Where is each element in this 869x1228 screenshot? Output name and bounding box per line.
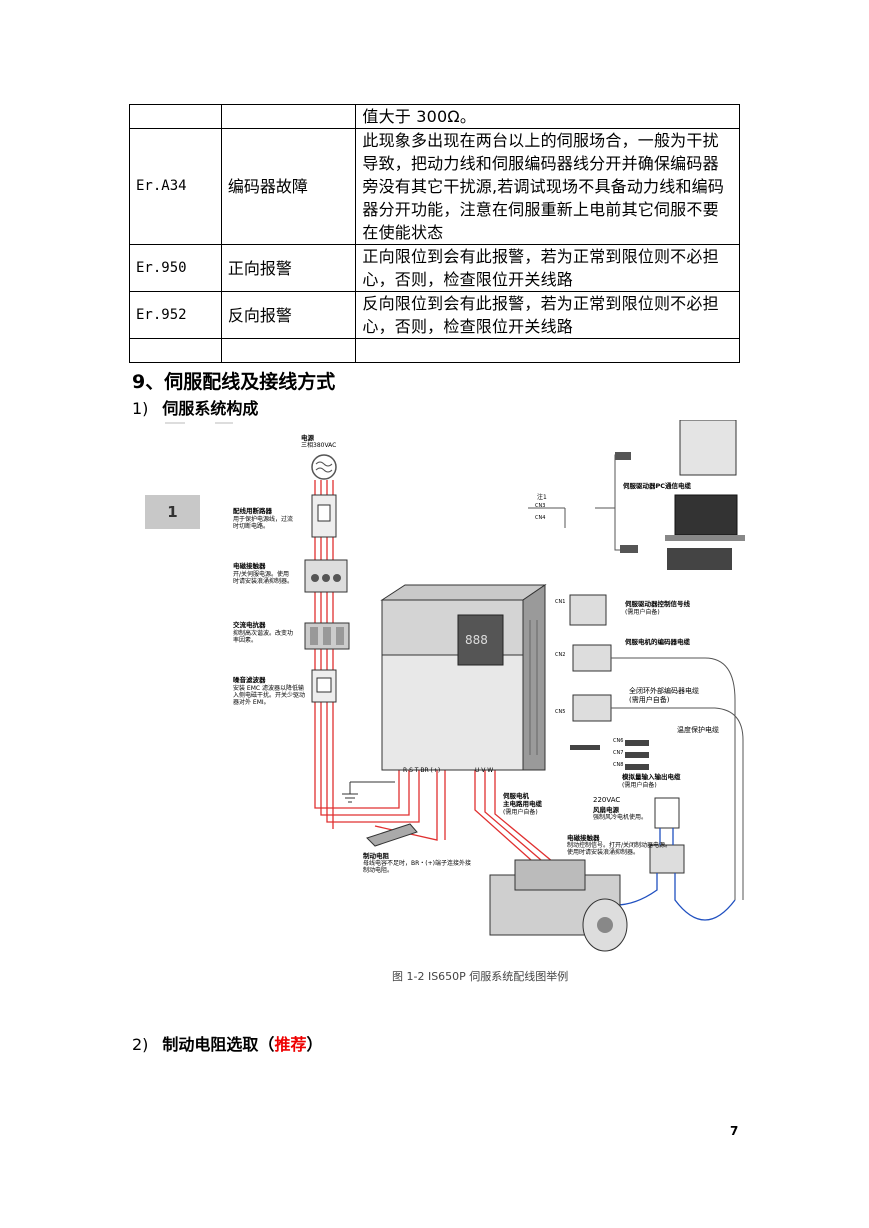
reactor-title: 交流电抗器 bbox=[233, 621, 266, 629]
brake-contactor-desc: 制动控制信号。打开/关闭制动器电源。使用时请安装浪涌抑制器。 bbox=[567, 842, 672, 856]
subsection-label: 制动电阻选取（ bbox=[162, 1035, 275, 1054]
cn-label: CN1 bbox=[555, 599, 565, 605]
error-name bbox=[220, 338, 357, 363]
brake-resistor-icon bbox=[366, 823, 418, 847]
breaker-title: 配线用断路器 bbox=[233, 507, 272, 515]
page-number: 7 bbox=[730, 1124, 739, 1138]
motor-cable-label-2: 主电路用电缆 bbox=[503, 800, 542, 808]
cn-labels: CN3 CN4 CN1 CN2 CN5 CN6 CN7 CN8 bbox=[535, 503, 623, 768]
motor-cable-note: (需用户自备) bbox=[503, 809, 538, 816]
reactor-desc: 抑制高次谐波。改变功率因素。 bbox=[233, 630, 294, 644]
keypad-icon bbox=[679, 419, 737, 476]
uvw-labels: U V W bbox=[475, 767, 493, 774]
error-name: 编码器故障 bbox=[220, 128, 357, 245]
fan-voltage: 220VAC bbox=[593, 796, 621, 804]
error-name: 反向报警 bbox=[220, 291, 357, 339]
wiring-diagram: 888 R S T BR (+) U V W CN3 CN4 CN1 CN2 C… bbox=[145, 419, 745, 952]
cn-label: CN5 bbox=[555, 709, 565, 715]
ext-encoder-note: (需用户自备) bbox=[629, 696, 670, 704]
error-code bbox=[129, 104, 222, 129]
terminal-labels: R S T BR (+) bbox=[403, 767, 440, 774]
fan-title: 风扇电源 bbox=[593, 806, 619, 814]
table-row bbox=[129, 338, 740, 363]
cn-label: CN7 bbox=[613, 750, 623, 756]
fan-desc: 强制风冷电机使用。 bbox=[593, 814, 648, 821]
laptop-icon bbox=[674, 494, 738, 536]
subsection-2: 2) 制动电阻选取（推荐） bbox=[132, 1031, 322, 1055]
fan-power-icon bbox=[654, 797, 680, 829]
brake-contactor-icon bbox=[649, 844, 685, 874]
cn-label: CN3 bbox=[535, 503, 545, 509]
plc-icon bbox=[667, 548, 732, 570]
contactor-title: 电磁接触器 bbox=[233, 562, 266, 570]
filter-title: 噪音滤波器 bbox=[233, 676, 266, 684]
error-name bbox=[220, 104, 357, 129]
table-row: 值大于 300Ω。 bbox=[129, 104, 740, 129]
table-row: Er.952 反向报警 反向限位到会有此报警，若为正常到限位则不必担心，否则，检… bbox=[129, 291, 740, 339]
subsection-number: 1) bbox=[132, 399, 149, 418]
temp-cable-label: 温度保护电缆 bbox=[677, 726, 719, 734]
breaker-desc: 用于保护电源线，过流时切断电路。 bbox=[233, 516, 294, 530]
cn-label: CN2 bbox=[555, 652, 565, 658]
error-code: Er.A34 bbox=[129, 128, 222, 245]
subsection-1: 1) 伺服系统构成 bbox=[132, 395, 258, 419]
power-title: 电源 bbox=[301, 434, 314, 442]
drive-display: 888 bbox=[465, 633, 488, 647]
ground-symbol bbox=[342, 781, 395, 803]
error-desc: 正向限位到会有此报警，若为正常到限位则不必担心，否则，检查限位开关线路 bbox=[355, 244, 740, 292]
power-sub: 三相380VAC bbox=[301, 442, 337, 449]
error-name: 正向报警 bbox=[220, 244, 357, 292]
ctrl-cable-label: 伺服驱动器控制信号线 bbox=[625, 600, 690, 608]
error-code-table: 值大于 300Ω。 Er.A34 编码器故障 此现象多出现在两台以上的伺服场合，… bbox=[129, 104, 740, 363]
analog-cable-note: (需用户自备) bbox=[622, 782, 657, 789]
contactor-desc: 开/关伺服电源。使用时请安装浪涌抑制器。 bbox=[233, 571, 294, 585]
cn5-connector-icon bbox=[572, 694, 612, 722]
error-code: Er.952 bbox=[129, 291, 222, 339]
table-row: Er.A34 编码器故障 此现象多出现在两台以上的伺服场合，一般为干扰导致，把动… bbox=[129, 128, 740, 245]
error-code bbox=[129, 338, 222, 363]
pc-cable-label: 伺服驱动器PC通信电缆 bbox=[623, 482, 692, 490]
cn-label: CN8 bbox=[613, 762, 623, 768]
error-desc: 此现象多出现在两台以上的伺服场合，一般为干扰导致，把动力线和伺服编码器线分开并确… bbox=[355, 128, 740, 245]
servo-drive: 888 R S T BR (+) U V W bbox=[380, 584, 547, 774]
subsection-label: 伺服系统构成 bbox=[162, 399, 259, 418]
subsection-number: 2) bbox=[132, 1035, 149, 1054]
figure-caption: 图 1-2 IS650P 伺服系统配线图举例 bbox=[392, 970, 569, 983]
figure-badge-label: 1 bbox=[167, 503, 178, 521]
subsection-close: ） bbox=[306, 1035, 323, 1054]
note-label: 注1 bbox=[537, 494, 547, 501]
error-desc bbox=[355, 338, 740, 363]
brake-resistor-title: 制动电阻 bbox=[363, 852, 389, 860]
ext-encoder-label: 全闭环外部编码器电缆 bbox=[629, 687, 699, 695]
servo-motor bbox=[489, 859, 628, 952]
motor-cable-label-1: 伺服电机 bbox=[503, 792, 529, 800]
brake-contactor-title: 电磁接触器 bbox=[567, 834, 600, 842]
error-desc: 反向限位到会有此报警，若为正常到限位则不必担心，否则，检查限位开关线路 bbox=[355, 291, 740, 339]
analog-cable-label: 模拟量输入输出电缆 bbox=[622, 773, 681, 781]
power-source-icon bbox=[311, 454, 337, 480]
encoder-cable-label: 伺服电机的编码器电缆 bbox=[625, 638, 690, 646]
ctrl-cable-note: (需用户自备) bbox=[625, 609, 660, 616]
cn1-connector-icon bbox=[569, 594, 607, 626]
section-title: 9、伺服配线及接线方式 bbox=[132, 371, 336, 393]
wiring-figure: 888 R S T BR (+) U V W CN3 CN4 CN1 CN2 C… bbox=[145, 419, 745, 990]
brake-resistor-desc: 母线电容不足时，BR・(+)端子连接外接制动电阻。 bbox=[363, 860, 471, 874]
figure-badge bbox=[145, 495, 200, 529]
cn-label: CN6 bbox=[613, 738, 623, 744]
recommended-highlight: 推荐 bbox=[274, 1035, 307, 1054]
error-code: Er.950 bbox=[129, 244, 222, 292]
filter-desc: 安装 EMC 滤波器以降低输入侧电磁干扰。开关少驱动器对外 EMI。 bbox=[233, 685, 306, 706]
table-row: Er.950 正向报警 正向限位到会有此报警，若为正常到限位则不必担心，否则，检… bbox=[129, 244, 740, 292]
error-desc: 值大于 300Ω。 bbox=[355, 104, 740, 129]
cn-label: CN4 bbox=[535, 515, 545, 521]
cn2-connector-icon bbox=[572, 644, 612, 672]
